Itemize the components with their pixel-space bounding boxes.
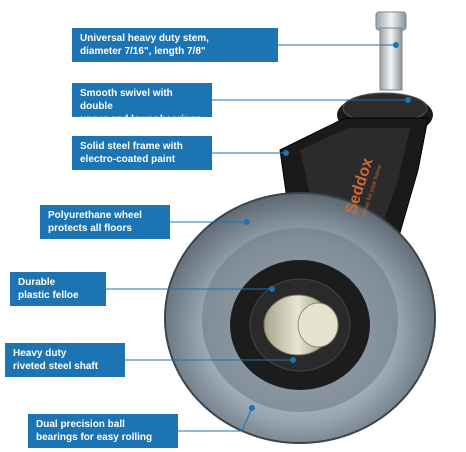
callout-wheel: Polyurethane wheel protects all floors (40, 205, 170, 239)
callout-stem: Universal heavy duty stem, diameter 7/16… (72, 28, 278, 62)
stem (375, 11, 407, 91)
callout-bearings: Dual precision ball bearings for easy ro… (28, 414, 178, 448)
callout-shaft: Heavy duty riveted steel shaft (5, 343, 125, 377)
callout-felloe: Durable plastic felloe (10, 272, 106, 306)
callout-swivel: Smooth swivel with double upper and lowe… (72, 83, 212, 125)
steel-shaft-hub (263, 294, 339, 356)
callout-frame: Solid steel frame with electro-coated pa… (72, 136, 212, 170)
leader-lines (106, 42, 411, 432)
